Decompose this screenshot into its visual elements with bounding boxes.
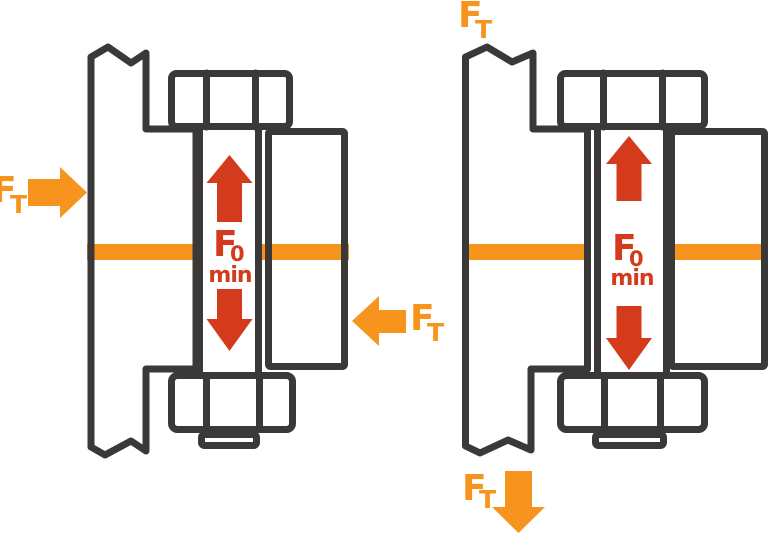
ft-arrow-left-pointing — [352, 296, 406, 346]
left-plate — [462, 43, 591, 457]
preload-arrow-up — [606, 136, 652, 201]
preload-arrow-down — [606, 306, 652, 370]
transverse-force-top: F T — [458, 0, 492, 44]
nut-facets — [601, 372, 664, 433]
bolt-tip — [198, 431, 260, 449]
transverse-force-bottom: F T — [462, 468, 545, 533]
shear-loaded-joint-diagram: F 0 min F T F T — [0, 43, 444, 459]
nut — [557, 372, 708, 433]
joint-interface-band-left-segment — [463, 244, 591, 260]
clamped-plate — [265, 128, 348, 370]
bolt-head — [168, 70, 293, 130]
nut-facets — [203, 372, 263, 433]
nut — [168, 372, 296, 433]
ft-label-subT: T — [427, 318, 444, 347]
joint-interface-band-right-segment — [670, 244, 768, 260]
ft-label-F: F — [410, 298, 435, 339]
preload-arrow-down — [206, 289, 253, 351]
ft-label-subT: T — [10, 190, 27, 219]
ft-arrow-right-pointing — [28, 167, 87, 218]
transverse-force-right: F T — [352, 296, 444, 347]
preload-label-F: F — [612, 228, 637, 269]
ft-label-F: F — [462, 468, 487, 509]
ft-label-subT: T — [479, 485, 496, 514]
joint-interface-band-left-segment — [87, 244, 196, 260]
bolt-head-facets — [203, 69, 259, 131]
ft-label-F: F — [0, 170, 17, 211]
clamped-plate — [668, 128, 768, 370]
bolt-shank — [196, 126, 262, 378]
joint-interface-band-right-segment — [262, 244, 349, 260]
preload-label-F: F — [213, 224, 238, 265]
preload-label-min: min — [208, 263, 251, 288]
bolt-head — [557, 70, 708, 130]
ft-arrow-down-pointing — [492, 471, 545, 533]
ft-label-subT: T — [475, 15, 492, 44]
bolt-tip — [592, 431, 667, 449]
preload-arrow-up — [206, 155, 253, 222]
preload-force-label: F 0 min — [610, 228, 654, 291]
preload-force-label: F 0 min — [208, 224, 252, 288]
preload-label-sub0: 0 — [629, 247, 644, 271]
tension-loaded-joint-diagram: F 0 min F T F T — [458, 0, 768, 533]
bolt-head-facets — [600, 69, 666, 131]
bolt-shank — [594, 126, 670, 378]
ft-label-F: F — [458, 0, 483, 36]
preload-label-min: min — [610, 266, 653, 291]
transverse-force-left: F T — [0, 167, 87, 219]
preload-label-sub0: 0 — [230, 242, 245, 266]
